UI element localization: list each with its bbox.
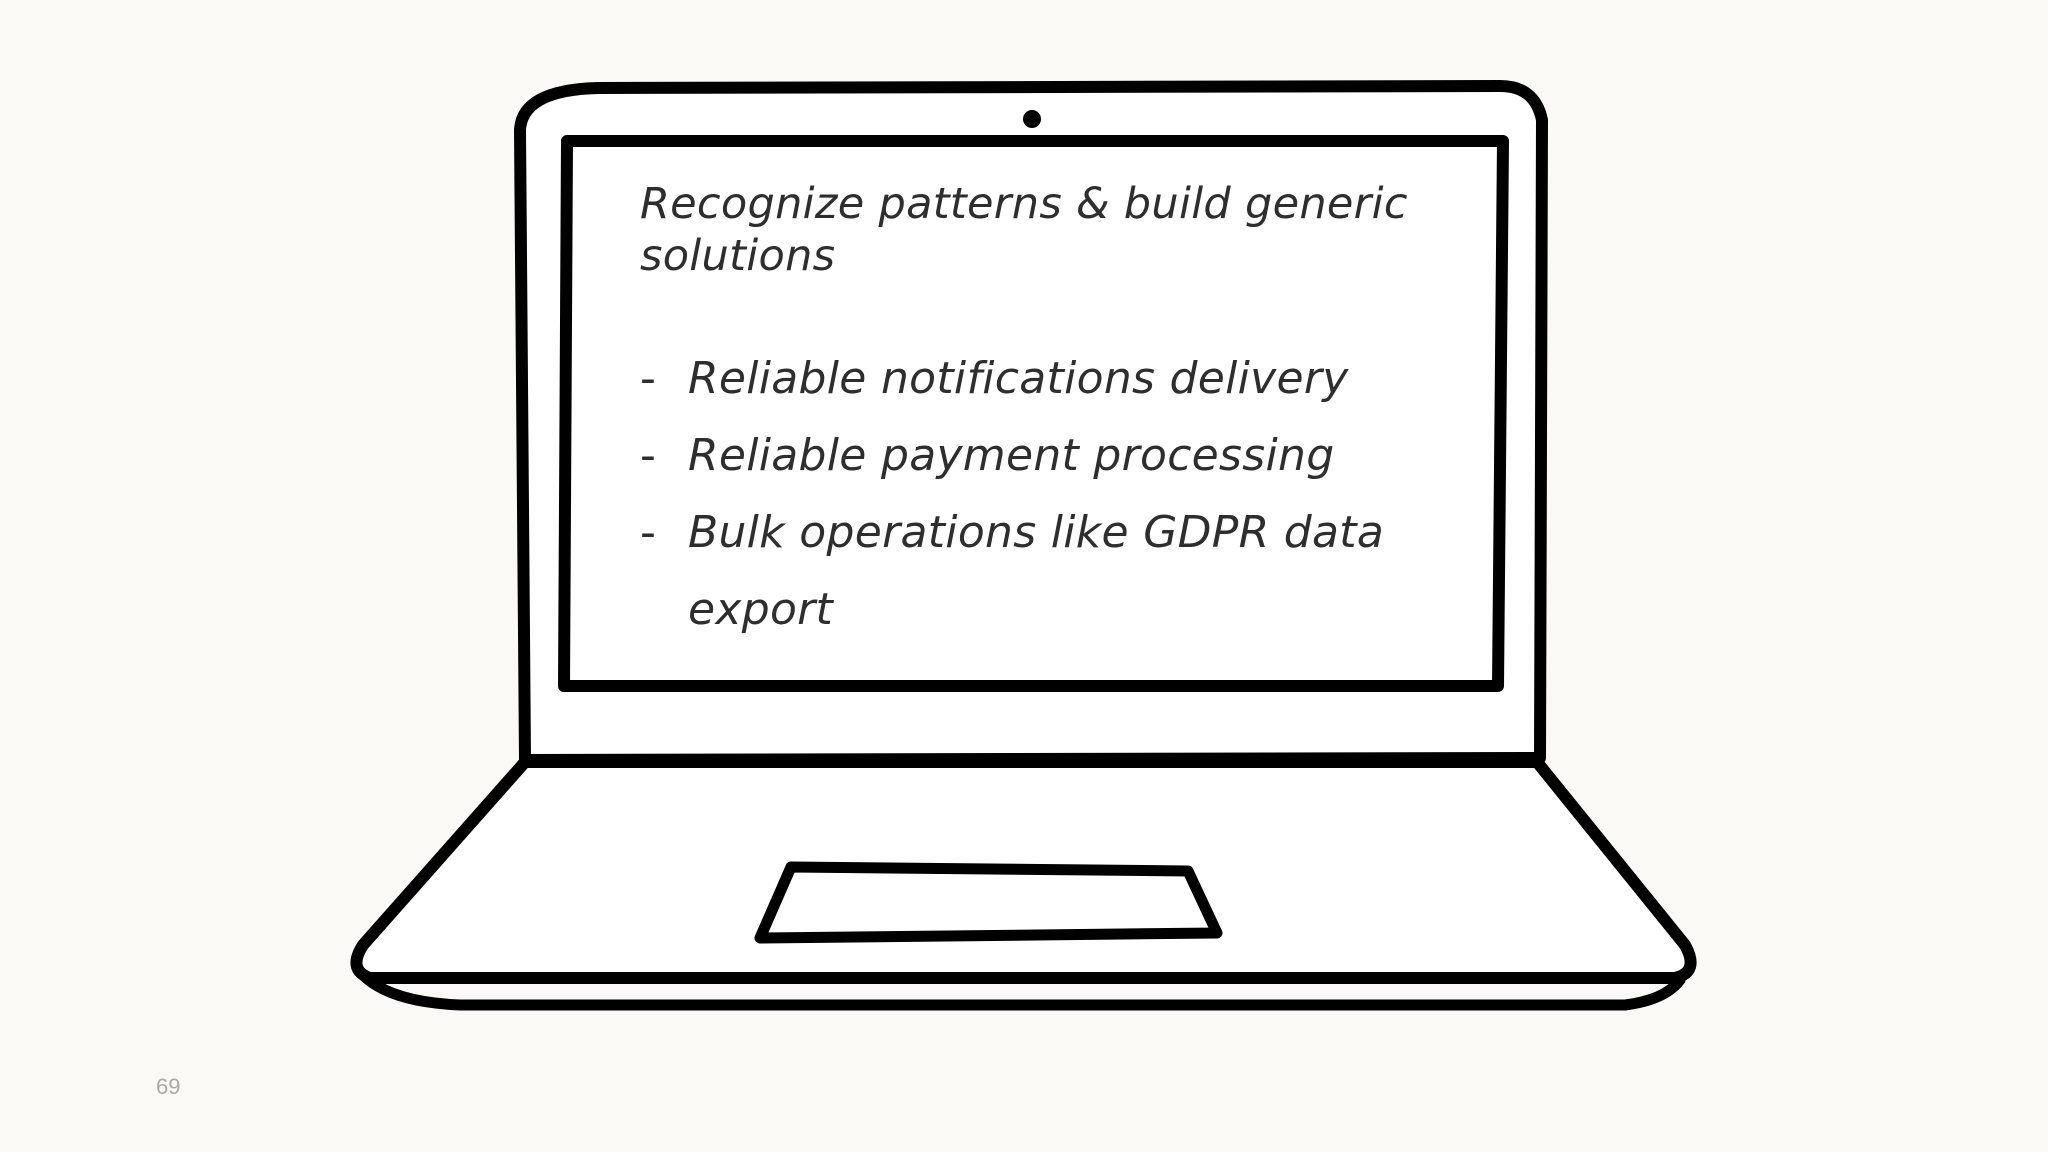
laptop-screen — [558, 135, 1509, 692]
list-item: - Bulk operations like GDPR data export — [640, 494, 1470, 648]
bullet-text: Reliable notifications delivery — [688, 353, 1349, 404]
bullet-marker: - — [640, 507, 657, 558]
page-number: 69 — [156, 1074, 181, 1099]
list-item: - Reliable notifications delivery — [640, 340, 1470, 417]
bullet-marker: - — [640, 430, 657, 481]
webcam-icon — [1023, 110, 1041, 128]
touchpad — [754, 861, 1223, 944]
bullet-text: Bulk operations like GDPR data export — [688, 507, 1385, 635]
screen-content: Recognize patterns & build generic solut… — [640, 178, 1470, 648]
bullet-text: Reliable payment processing — [688, 430, 1335, 481]
bullet-marker: - — [640, 353, 657, 404]
list-item: - Reliable payment processing — [640, 417, 1470, 494]
laptop-front-edge — [357, 969, 1686, 1011]
slide-title: Recognize patterns & build generic solut… — [640, 179, 1408, 281]
bullet-list: - Reliable notifications delivery - Reli… — [640, 340, 1470, 648]
